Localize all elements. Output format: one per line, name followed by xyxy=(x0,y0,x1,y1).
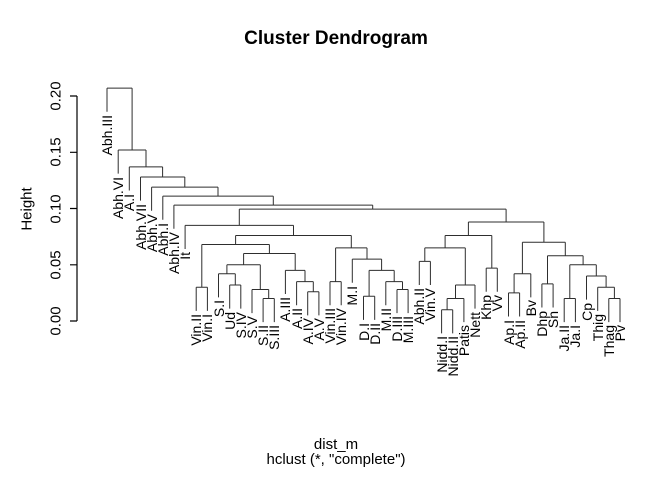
leaf-label: Pv xyxy=(612,325,628,342)
y-tick-label: 0.05 xyxy=(47,250,65,280)
leaf-label: Vin.IV xyxy=(333,308,350,346)
caption-method: hclust (*, "complete") xyxy=(266,451,406,468)
leaf-label: Vin.I xyxy=(199,313,216,342)
leaf-label: Ja.I xyxy=(567,325,584,348)
leaf-label: Abh.III xyxy=(99,114,115,156)
leaf-label: S.III xyxy=(266,325,283,350)
chart-title: Cluster Dendrogram xyxy=(244,28,428,49)
leaf-label: M.I xyxy=(344,285,361,306)
y-tick-label: 0.15 xyxy=(47,137,65,167)
y-tick-label: 0.20 xyxy=(47,81,65,111)
leaf-label: It xyxy=(177,252,194,260)
leaf-label: Vin.V xyxy=(422,288,439,322)
y-axis xyxy=(70,95,78,322)
caption-distance: dist_m xyxy=(313,436,359,453)
leaf-label: Ap.II xyxy=(511,319,528,349)
y-axis-title: Height xyxy=(18,187,36,231)
dendrogram-lines xyxy=(106,87,621,334)
y-tick-label: 0.00 xyxy=(47,306,65,336)
leaf-label: Vv xyxy=(489,294,506,312)
y-tick-label: 0.10 xyxy=(47,193,65,224)
